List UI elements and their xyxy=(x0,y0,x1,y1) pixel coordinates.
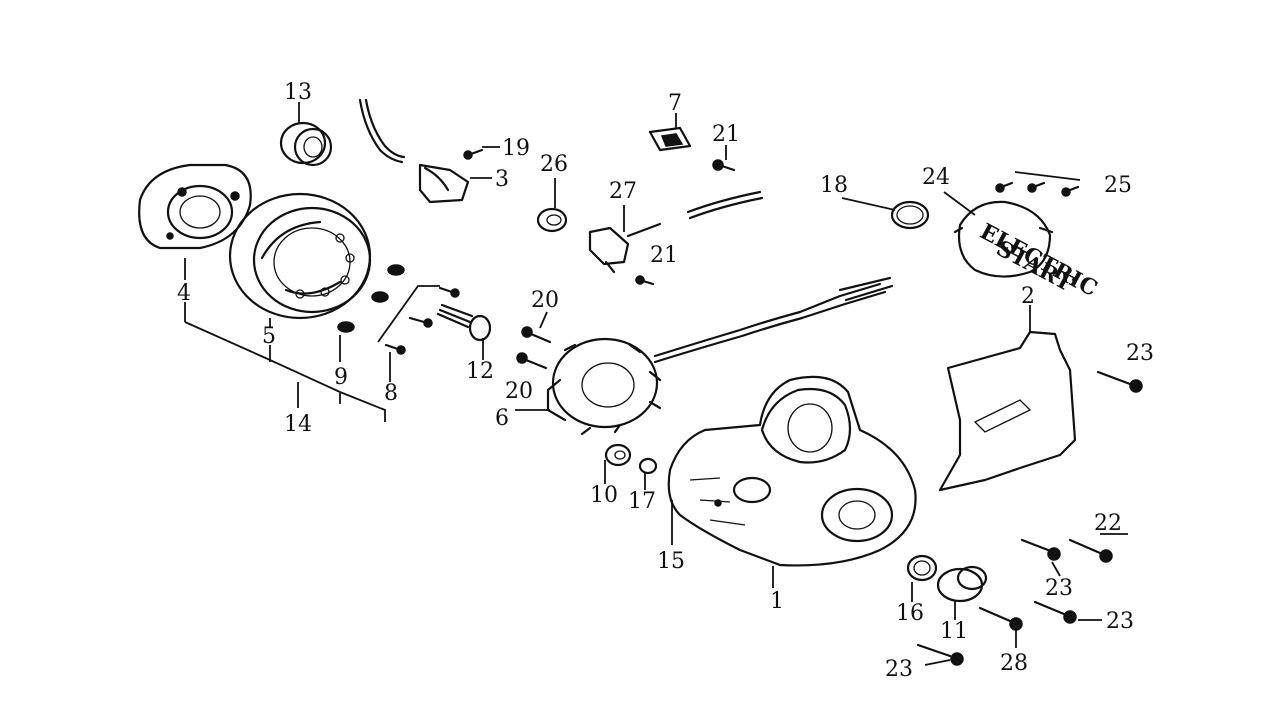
callout-10: 10 xyxy=(590,483,618,508)
callout-2: 2 xyxy=(1021,284,1035,309)
leader-lines xyxy=(184,102,1128,666)
part-3-sensor xyxy=(358,98,470,204)
part-23-bolt-c xyxy=(1033,600,1077,624)
part-27-switch xyxy=(588,222,662,274)
part-25-screws xyxy=(995,171,1081,197)
callout-21-upper: 21 xyxy=(712,122,740,147)
part-19-screw xyxy=(463,148,484,160)
part-4-plate xyxy=(138,163,252,250)
part-10-fitting xyxy=(604,443,632,467)
part-13-sleeve xyxy=(279,121,333,167)
callout-13: 13 xyxy=(284,80,312,105)
part-26-bushing xyxy=(536,207,568,233)
part-23-bolt-d xyxy=(916,643,964,666)
part-22-bolt xyxy=(1068,538,1113,563)
part-8-screws xyxy=(377,285,460,355)
part-1-crankcase-cover xyxy=(667,375,917,567)
callout-9: 9 xyxy=(334,365,348,390)
callout-8: 8 xyxy=(384,381,398,406)
part-21-screw-upper xyxy=(712,159,736,172)
callout-21-lower: 21 xyxy=(650,243,678,268)
part-11-cap xyxy=(936,565,988,603)
callout-27: 27 xyxy=(609,179,637,204)
part-7-clip xyxy=(648,126,692,152)
callout-28: 28 xyxy=(1000,651,1028,676)
callout-1: 1 xyxy=(770,589,784,614)
part-16-seal xyxy=(906,554,938,582)
callout-23-a: 23 xyxy=(1126,341,1154,366)
callout-11: 11 xyxy=(940,619,968,644)
part-18-oring xyxy=(890,200,930,230)
callout-15: 15 xyxy=(657,549,685,574)
callout-6: 6 xyxy=(495,406,509,431)
part-23-bolt-b xyxy=(1020,538,1061,561)
callout-23-d: 23 xyxy=(885,657,913,682)
callout-20-upper: 20 xyxy=(531,288,559,313)
part-23-bolt-a xyxy=(1096,370,1143,393)
part-20-screw-upper xyxy=(521,326,552,344)
callout-labels: 1 2 3 4 5 6 7 8 9 10 11 12 13 14 15 16 1… xyxy=(177,80,1154,682)
part-5-rotor xyxy=(228,192,372,320)
part-21-screw-lower xyxy=(635,275,655,286)
callout-17: 17 xyxy=(628,489,656,514)
callout-23-c: 23 xyxy=(1106,609,1134,634)
callout-5: 5 xyxy=(262,324,276,349)
callout-18: 18 xyxy=(820,173,848,198)
callout-26: 26 xyxy=(540,152,568,177)
callout-25: 25 xyxy=(1104,173,1132,198)
callout-16: 16 xyxy=(896,601,924,626)
callout-14: 14 xyxy=(284,412,312,437)
callout-4: 4 xyxy=(177,281,191,306)
part-2-side-cover xyxy=(938,330,1077,492)
callout-7: 7 xyxy=(668,91,682,116)
part-9-nuts xyxy=(337,264,405,333)
part-28-bolt xyxy=(978,606,1023,631)
callout-19: 19 xyxy=(502,136,530,161)
part-12-bolt xyxy=(436,303,492,342)
callout-24: 24 xyxy=(922,165,950,190)
part-17-washer xyxy=(638,457,658,475)
callout-20-lower: 20 xyxy=(505,379,533,404)
callout-22: 22 xyxy=(1094,511,1122,536)
callout-3: 3 xyxy=(495,167,509,192)
callout-23-b: 23 xyxy=(1045,576,1073,601)
part-20-screw-lower xyxy=(516,352,548,370)
wire-tube xyxy=(686,190,764,220)
part-6-stator xyxy=(546,276,894,436)
callout-12: 12 xyxy=(466,359,494,384)
